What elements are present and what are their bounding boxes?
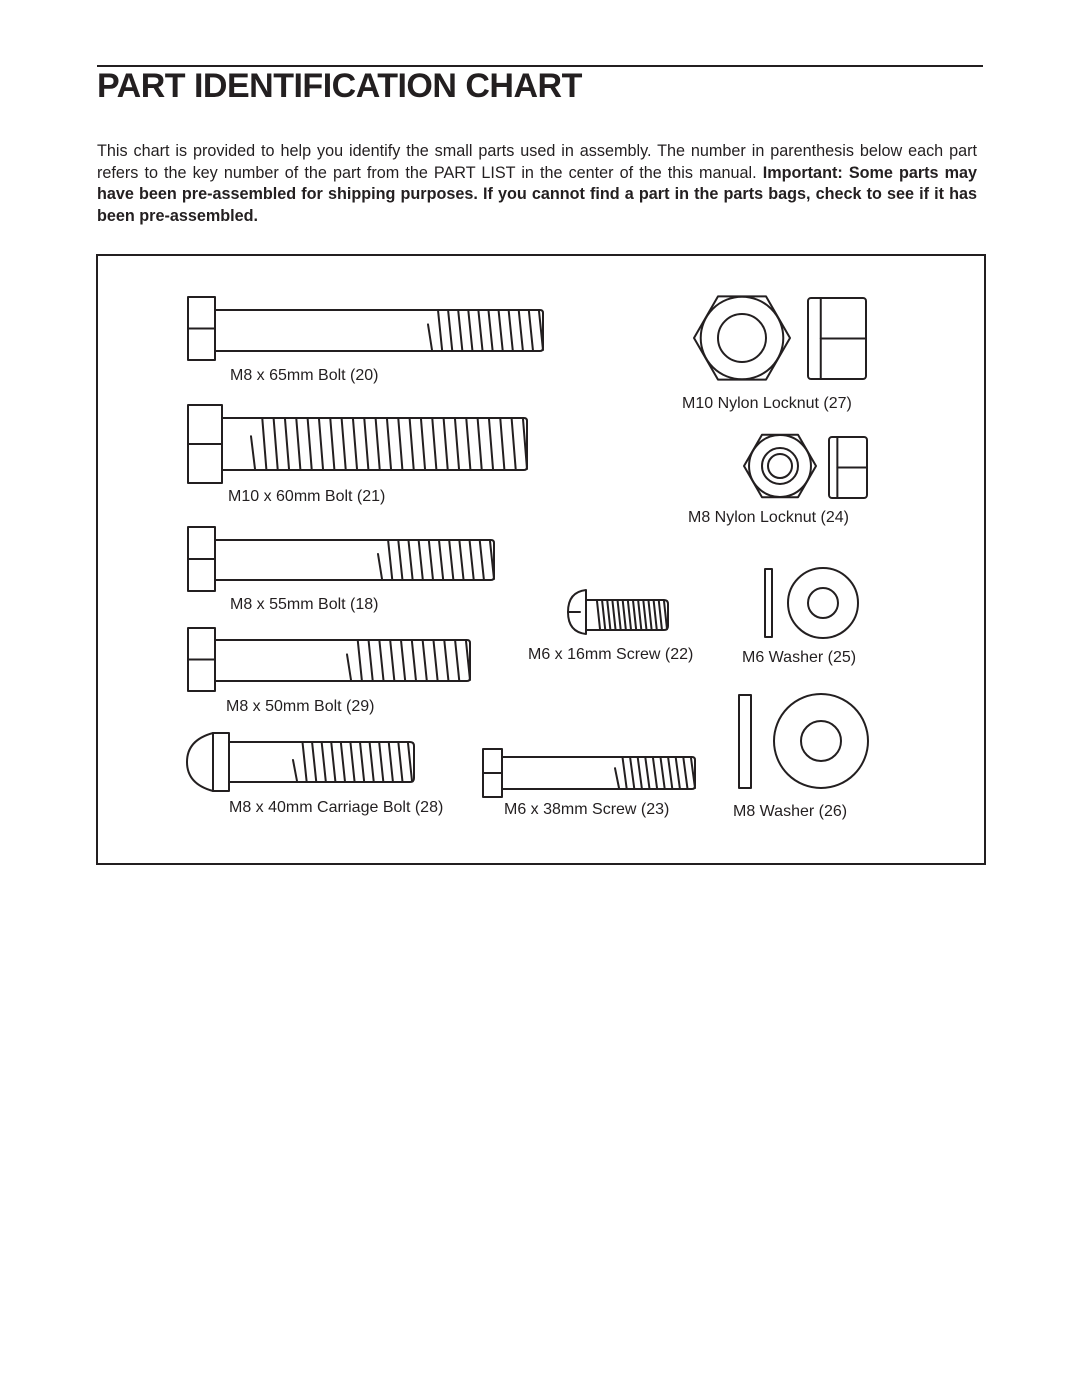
- part-label-m10-60-bolt: M10 x 60mm Bolt (21): [228, 488, 386, 505]
- part-label-m8-65-bolt: M8 x 65mm Bolt (20): [230, 367, 379, 384]
- important-text: Some parts may have been pre-assembled f…: [97, 163, 978, 225]
- part-label-m8-40-carriage-bolt: M8 x 40mm Carriage Bolt (28): [229, 799, 444, 816]
- part-label-m8-nylon-locknut: M8 Nylon Locknut (24): [688, 509, 849, 526]
- title-rule: [97, 65, 983, 67]
- m8-nylon-locknut-drawing: [743, 433, 868, 499]
- part-label-m6-38-screw: M6 x 38mm Screw (23): [504, 801, 670, 818]
- part-label-m8-55-bolt: M8 x 55mm Bolt (18): [230, 596, 379, 613]
- m6-16-screw-drawing: [567, 589, 669, 635]
- part-label-m8-50-bolt: M8 x 50mm Bolt (29): [226, 698, 375, 715]
- m10-nylon-locknut-drawing: [693, 295, 867, 381]
- intro-paragraph: This chart is provided to help you ident…: [97, 141, 977, 227]
- m10-60-bolt-drawing: [187, 404, 528, 484]
- part-label-m6-washer: M6 Washer (25): [742, 649, 857, 666]
- part-label-m10-nylon-locknut: M10 Nylon Locknut (27): [682, 395, 852, 412]
- m8-55-bolt-drawing: [187, 526, 495, 592]
- m8-washer-drawing: [738, 693, 869, 789]
- important-label: Important:: [762, 163, 843, 182]
- m8-40-carriage-bolt-drawing: [186, 732, 415, 792]
- m6-washer-drawing: [764, 567, 859, 639]
- part-label-m6-16-screw: M6 x 16mm Screw (22): [528, 646, 694, 663]
- m8-65-bolt-drawing: [187, 296, 544, 361]
- intro-text: This chart is provided to help you ident…: [97, 142, 977, 182]
- part-chart-box: [96, 254, 986, 865]
- m6-38-screw-drawing: [482, 748, 696, 798]
- page-title: PART IDENTIFICATION CHART: [97, 67, 582, 105]
- part-label-m8-washer: M8 Washer (26): [733, 803, 848, 820]
- m8-50-bolt-drawing: [187, 627, 471, 692]
